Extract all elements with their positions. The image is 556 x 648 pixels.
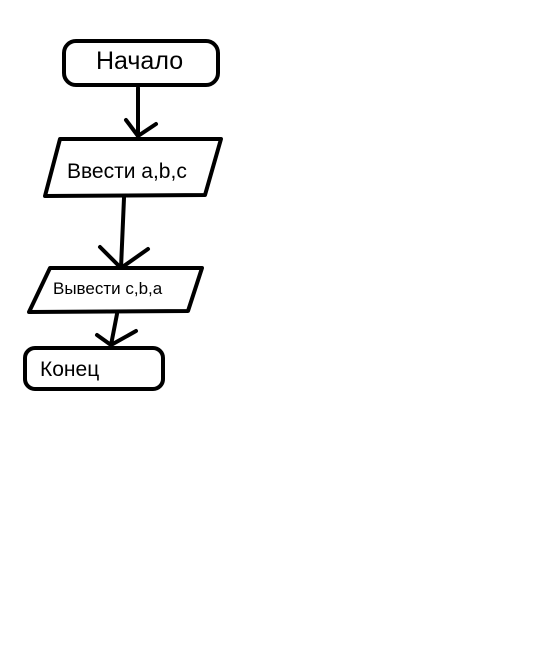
output-label: Вывести c,b,a bbox=[53, 279, 163, 298]
output-node: Вывести c,b,a bbox=[27, 266, 204, 314]
arrow-start-to-input bbox=[124, 86, 158, 138]
input-label: Ввести a,b,c bbox=[67, 160, 187, 183]
end-node: Конец bbox=[23, 346, 165, 391]
end-label: Конец bbox=[40, 358, 99, 381]
arrow-input-to-output-shaft bbox=[119, 196, 126, 270]
arrow-input-to-output bbox=[98, 196, 150, 270]
start-terminator-shape bbox=[62, 39, 220, 87]
output-parallelogram-shape bbox=[27, 266, 204, 314]
end-terminator-shape bbox=[23, 346, 165, 391]
arrow-output-to-end-head bbox=[95, 329, 138, 347]
input-parallelogram-shape bbox=[43, 137, 223, 198]
start-label: Начало bbox=[96, 47, 183, 75]
arrow-input-to-output-head bbox=[98, 245, 150, 270]
arrow-output-to-end-shaft bbox=[109, 312, 119, 347]
input-node: Ввести a,b,c bbox=[43, 137, 223, 198]
start-node: Начало bbox=[62, 39, 220, 87]
arrow-start-to-input-head bbox=[124, 118, 158, 138]
arrow-output-to-end bbox=[95, 312, 138, 347]
